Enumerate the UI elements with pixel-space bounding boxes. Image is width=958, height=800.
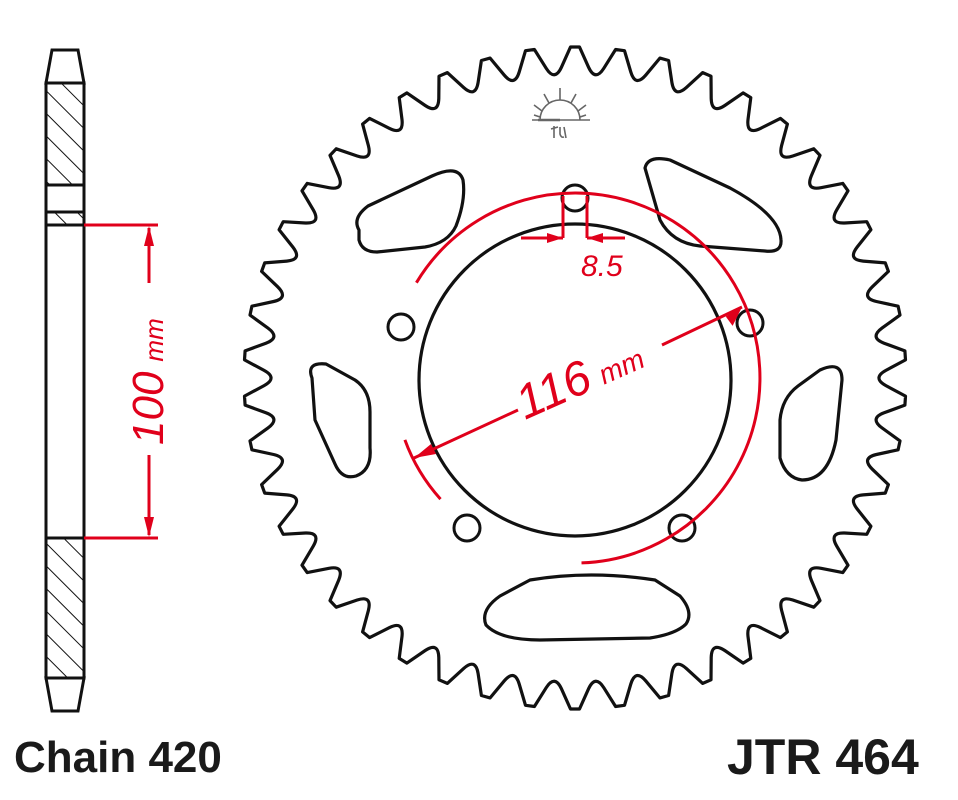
- lightening-cutouts: [309, 157, 844, 642]
- sprocket-teeth-outline: [242, 45, 908, 711]
- profile-top-hatch: [44, 81, 86, 187]
- bolt-hole: [386, 312, 416, 342]
- lightening-cutout: [309, 362, 372, 479]
- bolt-hole: [452, 513, 482, 543]
- bolt-hole-label: 8.5: [581, 250, 623, 283]
- width-dimension-label: 100mm: [124, 318, 173, 445]
- profile-bottom-bevel: [44, 676, 86, 713]
- lightening-cutout: [643, 157, 783, 253]
- lightening-cutout: [483, 573, 691, 642]
- chain-size-label: Chain 420: [14, 733, 222, 782]
- lightening-cutout: [778, 365, 844, 482]
- bolt-hole: [560, 183, 590, 213]
- bolt-circle-dimension: [403, 191, 762, 565]
- profile-bottom-hatch: [44, 536, 86, 680]
- bolt-hole: [667, 513, 697, 543]
- part-number-label: JTR 464: [727, 729, 919, 785]
- jt-logo-icon: [532, 88, 590, 139]
- side-profile-view: [44, 48, 86, 713]
- profile-hub-hatch: [44, 210, 86, 227]
- width-dimension: [84, 223, 158, 540]
- center-bore: [417, 222, 733, 538]
- sprocket-front-view: [242, 45, 908, 711]
- bolt-hole-dimension: [521, 196, 625, 243]
- lightening-cutout: [355, 169, 466, 254]
- bolt-circle-label: 116mm: [508, 327, 651, 430]
- profile-hub-body: [44, 223, 86, 540]
- bolt-hole: [735, 308, 765, 338]
- profile-top-bevel: [44, 48, 86, 85]
